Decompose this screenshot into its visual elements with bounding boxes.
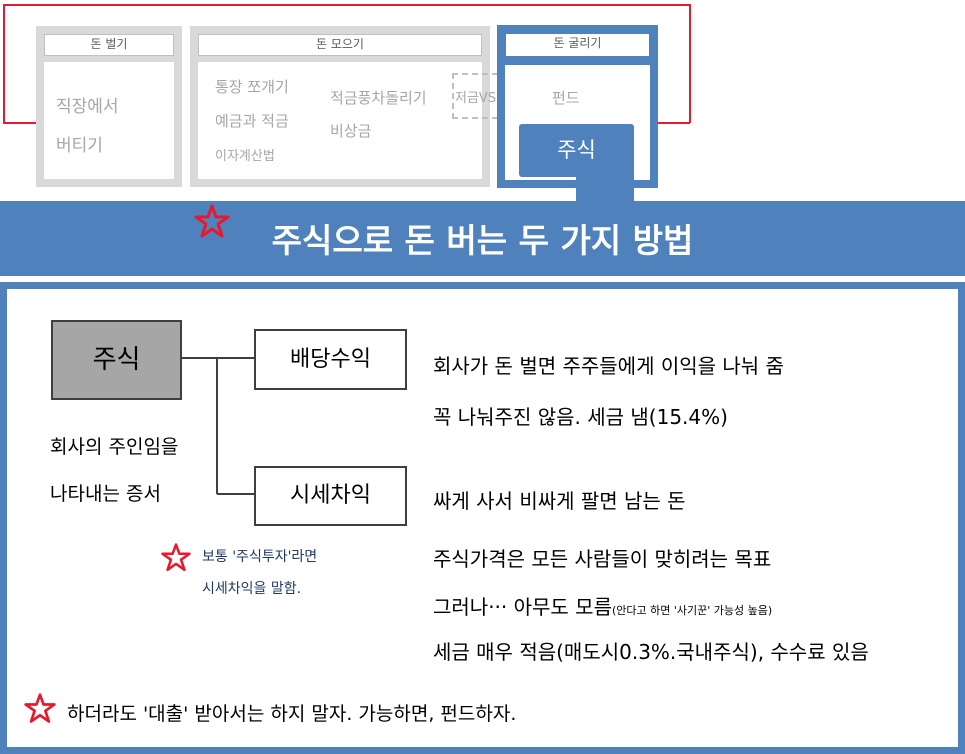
grow-item-fund: 펀드 [552, 89, 580, 107]
save-panel-body [198, 62, 482, 179]
footer-warning: 하더라도 '대출' 받아서는 하지 말자. 가능하면, 펀드하자. [67, 703, 517, 725]
earn-item-1: 직장에서 [56, 97, 119, 117]
earn-panel-body [44, 62, 174, 179]
save-panel: 돈 모으기 [190, 26, 490, 187]
root-stock-box: 주식 [51, 320, 182, 400]
save-item-accounts: 통장 쪼개기 [215, 78, 289, 96]
root-desc-line-2: 나타내는 증서 [50, 483, 161, 505]
note-line-1: 보통 '주식투자'라면 [202, 549, 318, 565]
save-item-windmill: 적금풍차돌리기 [330, 89, 427, 107]
banner-title: 주식으로 돈 버는 두 가지 방법 [0, 201, 965, 276]
star-icon [161, 543, 191, 572]
star-icon [194, 204, 230, 238]
note-line-2: 시세차익을 말함. [202, 581, 302, 597]
capital-line-4: 세금 매우 적음(매도시0.3%.국내주식), 수수료 있음 [433, 640, 869, 664]
grow-item-stock: 주식 [519, 124, 634, 177]
capital-line-3-small: (안다고 하면 '사기꾼' 가능성 높음) [612, 604, 773, 617]
grow-panel-title: 돈 굴리기 [505, 33, 650, 57]
save-item-interest: 이자계산법 [215, 149, 275, 164]
dividend-line-2: 꼭 나눠주진 않음. 세금 냄(15.4%) [433, 405, 728, 429]
save-item-emergency: 비상금 [330, 122, 372, 140]
capital-line-3-main: 그러나··· 아무도 모름 [433, 595, 612, 619]
dividend-box: 배당수익 [254, 329, 407, 390]
dividend-line-1: 회사가 돈 벌면 주주들에게 이익을 나눠 줌 [433, 354, 784, 378]
capital-line-1: 싸게 사서 비싸게 팔면 남는 돈 [433, 489, 686, 513]
save-item-deposit: 예금과 적금 [215, 112, 289, 130]
star-icon [24, 693, 56, 723]
capital-gain-box: 시세차익 [254, 466, 407, 526]
earn-item-2: 버티기 [56, 136, 103, 156]
save-panel-title: 돈 모으기 [198, 34, 482, 56]
earn-panel: 돈 벌기 [36, 26, 182, 187]
stock-connector [576, 174, 634, 204]
loop-arrow-line [3, 4, 691, 124]
root-desc-line-1: 회사의 주인임을 [50, 436, 179, 458]
capital-line-2: 주식가격은 모든 사람들이 맞히려는 목표 [433, 547, 772, 571]
capital-line-3: 그러나··· 아무도 모름(안다고 하면 '사기꾼' 가능성 높음) [433, 591, 772, 620]
earn-panel-title: 돈 벌기 [44, 34, 174, 56]
